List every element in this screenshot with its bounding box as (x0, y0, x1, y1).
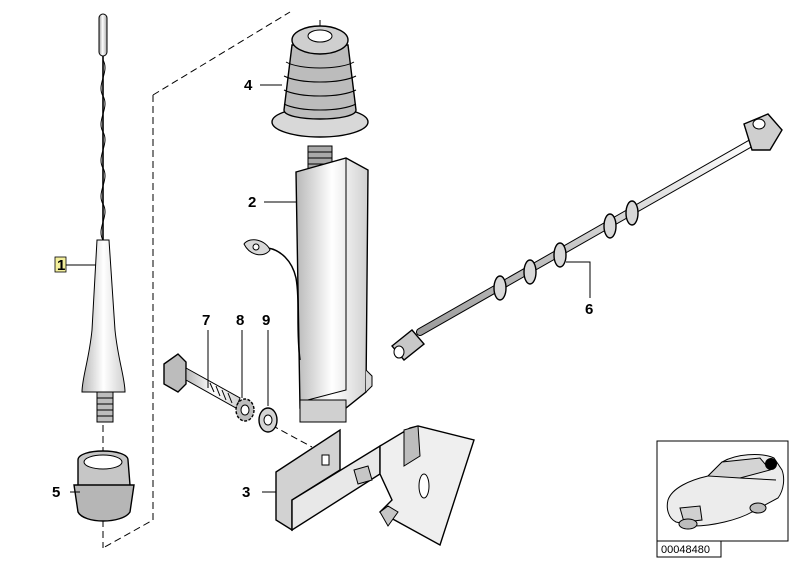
assembly-outline (102, 11, 321, 549)
callout-7: 7 (202, 312, 210, 329)
callout-2: 2 (248, 194, 256, 211)
callout-5: 5 (52, 484, 60, 501)
callout-labels: 1 2 3 4 5 6 7 8 9 (52, 77, 593, 501)
reference-number-box (656, 540, 722, 558)
callout-1-highlight (54, 256, 67, 273)
callout-1: 1 (57, 257, 65, 274)
rubber-boot (271, 25, 369, 138)
car-silhouette-icon (666, 454, 785, 530)
mounting-bracket (275, 425, 475, 547)
flat-washer (258, 407, 278, 433)
rubber-grommet (73, 450, 135, 522)
callout-leaders (66, 84, 591, 493)
bolt (163, 353, 241, 409)
antenna-location-marker (765, 458, 777, 470)
callout-3: 3 (242, 484, 250, 501)
antenna-cable (390, 113, 783, 361)
callout-9: 9 (262, 312, 270, 329)
vehicle-location-inset (656, 440, 789, 542)
lock-washer (235, 398, 255, 422)
callout-6: 6 (585, 301, 593, 318)
antenna-housing (243, 145, 373, 423)
callout-4: 4 (244, 77, 253, 94)
antenna-mast (81, 13, 126, 423)
callout-8: 8 (236, 312, 244, 329)
reference-number: 00048480 (661, 544, 710, 556)
